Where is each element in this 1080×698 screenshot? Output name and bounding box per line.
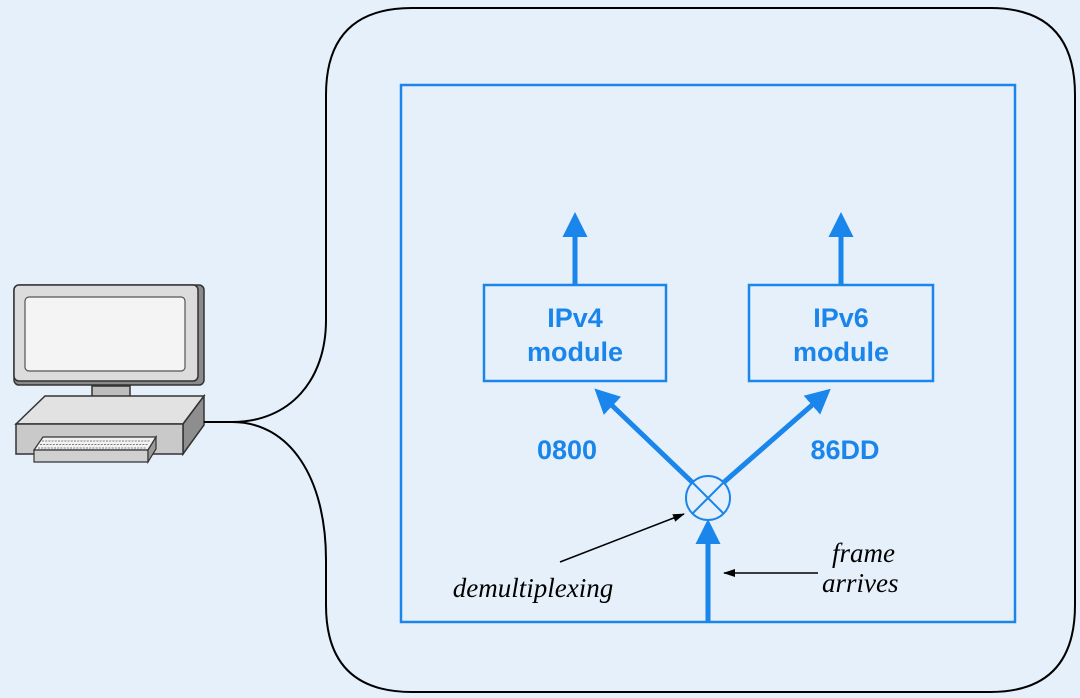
connector-line (204, 7, 1076, 693)
ethertype-ipv4: 0800 (537, 435, 597, 465)
ipv6-module-label-1: IPv6 (813, 303, 869, 333)
frame-annotation-line1: frame (832, 538, 895, 568)
ipv4-module-label-1: IPv4 (547, 303, 603, 333)
ipv4-module: IPv4 module (482, 283, 668, 383)
ipv6-module-label-2: module (793, 337, 889, 367)
ipv6-module: IPv6 module (747, 283, 935, 383)
ipv4-module-label-2: module (527, 337, 623, 367)
ethertype-ipv6: 86DD (810, 435, 879, 465)
demux-pointer-arrow (559, 513, 685, 563)
demux-to-ipv6-arrow (721, 388, 831, 485)
demux-annotation: demultiplexing (453, 573, 613, 603)
demultiplexer-symbol (685, 475, 731, 521)
computer-icon (13, 284, 206, 465)
demux-to-ipv4-arrow (594, 388, 695, 485)
frame-annotation-line2: arrives (822, 568, 899, 598)
